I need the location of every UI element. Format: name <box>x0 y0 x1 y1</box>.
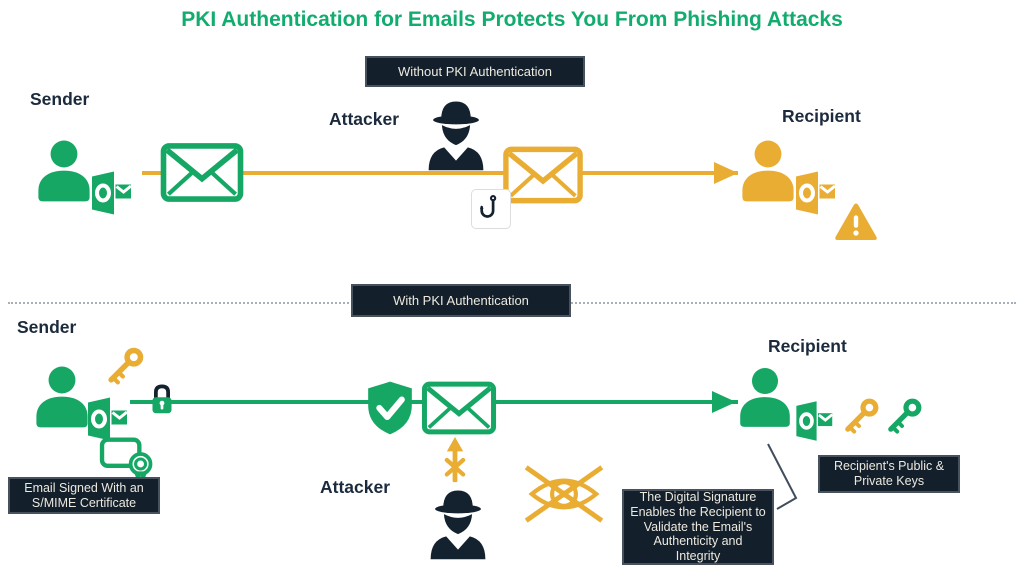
sender-label-top: Sender <box>30 89 90 109</box>
blocked-snooping-eye-icon <box>521 459 607 529</box>
arrowhead-to-recipient-top <box>714 162 738 184</box>
recipient-outlook-icon-top <box>788 167 838 219</box>
attacker-spy-icon-top <box>419 95 493 173</box>
page-title: PKI Authentication for Emails Protects Y… <box>181 8 843 31</box>
callout-connector-line <box>767 443 798 510</box>
attacker-label-bottom: Attacker <box>320 477 391 497</box>
email-path-line-top <box>142 171 738 175</box>
sender-key-icon <box>104 344 146 388</box>
arrowhead-to-recipient-bottom <box>712 391 736 413</box>
blocked-attack-arrow-icon <box>438 437 472 485</box>
attacker-spy-icon-bottom <box>421 484 495 562</box>
phishing-hook-box <box>471 189 511 229</box>
protected-email-envelope-icon <box>418 381 500 435</box>
recipient-label-top: Recipient <box>782 106 861 126</box>
sender-outlook-icon <box>84 167 134 219</box>
sender-label-bottom: Sender <box>17 317 77 337</box>
attacker-label-top: Attacker <box>329 109 400 129</box>
recipient-label-bottom: Recipient <box>768 336 847 356</box>
smime-certificate-icon <box>98 436 162 482</box>
signed-email-envelope-icon <box>160 142 244 203</box>
recipient-person-icon-bottom <box>734 359 796 434</box>
digital-signature-note-badge: The Digital Signature Enables the Recipi… <box>622 489 774 565</box>
shield-checkmark-icon <box>362 379 418 437</box>
recipient-private-key-icon <box>884 396 924 436</box>
recipient-public-key-icon <box>841 396 881 436</box>
phishing-email-envelope-icon <box>502 146 584 204</box>
badge-without-pki: Without PKI Authentication <box>365 56 585 87</box>
smime-note-badge: Email Signed With an S/MIME Certificate <box>8 477 160 514</box>
warning-triangle-icon <box>834 202 878 242</box>
padlock-icon <box>145 377 179 421</box>
phishing-hook-icon <box>476 193 506 225</box>
recipient-keys-note-badge: Recipient's Public & Private Keys <box>818 455 960 493</box>
badge-with-pki: With PKI Authentication <box>351 284 571 317</box>
